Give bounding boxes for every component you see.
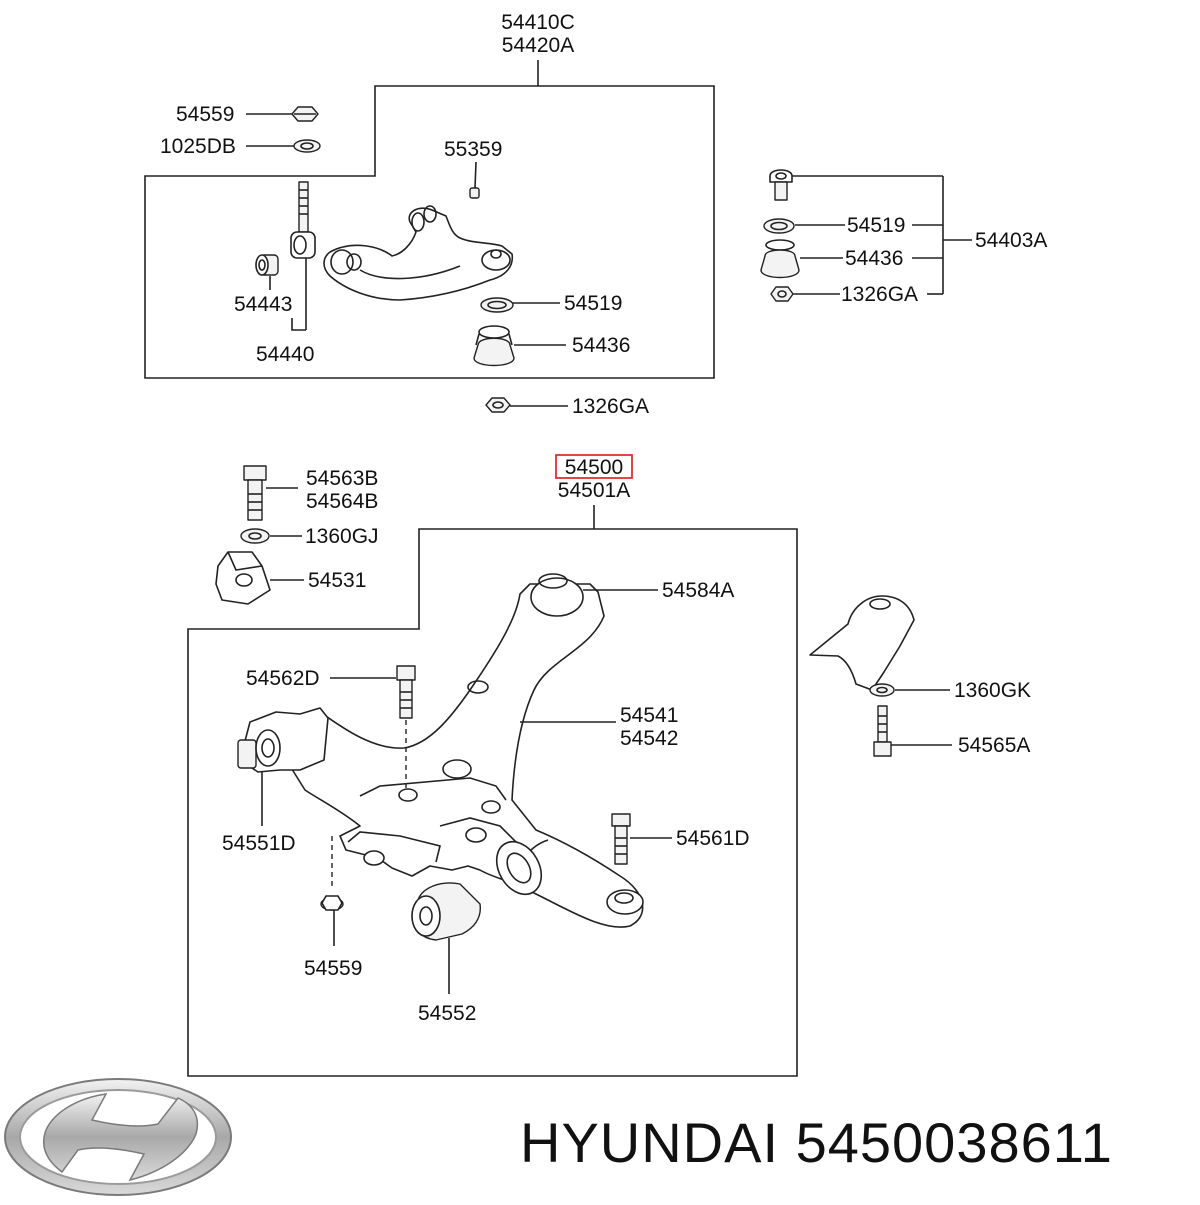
hex-nut-icon <box>485 397 511 413</box>
ball-joint-boot-icon <box>473 325 515 367</box>
upper-arm-code-2: 54420A <box>502 34 574 57</box>
ball-joint-boot-icon <box>760 239 800 279</box>
label-54541: 54541 <box>620 704 678 727</box>
upper-control-arm-icon <box>323 205 514 301</box>
steering-knuckle-icon <box>809 595 915 691</box>
label-54584a: 54584A <box>662 579 734 602</box>
label-54559-lower: 54559 <box>304 957 362 980</box>
label-54436-upper: 54436 <box>572 334 630 357</box>
dust-ring-icon <box>480 297 514 313</box>
upper-arm-code-1: 54410C <box>501 11 575 34</box>
grease-nipple-icon <box>469 187 480 199</box>
label-54436-kit: 54436 <box>845 247 903 270</box>
label-55359: 55359 <box>444 138 502 161</box>
label-1025db: 1025DB <box>160 135 236 158</box>
label-54565a: 54565A <box>958 734 1030 757</box>
label-54562d: 54562D <box>246 667 320 690</box>
hex-nut-icon <box>291 106 319 122</box>
knuckle-group: 1360GK 54565A <box>809 595 1031 757</box>
bushing-icon <box>411 882 481 941</box>
label-54561d: 54561D <box>676 827 750 850</box>
ball-stud-icon <box>769 169 793 201</box>
lower-control-arm-icon <box>237 573 644 928</box>
upper-arm-group: 54410C 54420A 54559 1025DB 55359 <box>144 11 715 418</box>
flange-nut-icon <box>320 895 344 911</box>
label-54551d: 54551D <box>222 832 296 855</box>
label-1360gj: 1360GJ <box>305 525 379 548</box>
bolt-icon <box>873 705 892 757</box>
hyundai-logo-icon <box>4 1078 232 1196</box>
lower-arm-group: 54500 54501A 54563B 54564B 1360GJ 54531 <box>187 454 798 1077</box>
lower-arm-code-1: 54500 <box>565 456 623 479</box>
part-caption: HYUNDAI 5450038611 <box>520 1108 1190 1178</box>
washer-icon <box>240 528 270 544</box>
washer-icon <box>293 139 321 153</box>
label-54443: 54443 <box>234 293 292 316</box>
leader-line <box>474 161 477 189</box>
bolt-icon <box>243 465 267 521</box>
bolt-icon <box>611 813 631 865</box>
washer-icon <box>869 683 895 697</box>
eye-bolt-icon <box>290 181 316 259</box>
brand-name: HYUNDAI <box>520 1111 780 1174</box>
bracket-line <box>291 318 306 331</box>
part-number: 5450038611 <box>795 1111 1113 1174</box>
label-54563b: 54563B <box>306 467 378 490</box>
label-1360gk: 1360GK <box>954 679 1031 702</box>
lower-arm-code-2: 54501A <box>558 479 630 502</box>
hex-nut-icon <box>770 286 794 302</box>
upper-arm-frame <box>144 85 715 379</box>
label-1326ga-kit: 1326GA <box>841 283 918 306</box>
label-54519-kit: 54519 <box>847 214 905 237</box>
ball-joint-kit-group: 54519 54436 1326GA 54403A <box>760 169 1047 306</box>
dust-ring-icon <box>763 218 795 234</box>
bolt-icon <box>396 665 416 719</box>
lower-arm-frame <box>187 528 798 1077</box>
label-54519-upper: 54519 <box>564 292 622 315</box>
highlight-box <box>555 454 633 479</box>
label-54403a: 54403A <box>975 229 1047 252</box>
label-54564b: 54564B <box>306 490 378 513</box>
bracket-icon <box>215 551 271 605</box>
label-54531: 54531 <box>308 569 366 592</box>
label-54542: 54542 <box>620 727 678 750</box>
label-54559-top: 54559 <box>176 103 234 126</box>
label-54552: 54552 <box>418 1002 476 1025</box>
label-54440: 54440 <box>256 343 314 366</box>
label-1326ga-upper: 1326GA <box>572 395 649 418</box>
bushing-icon <box>255 254 279 276</box>
